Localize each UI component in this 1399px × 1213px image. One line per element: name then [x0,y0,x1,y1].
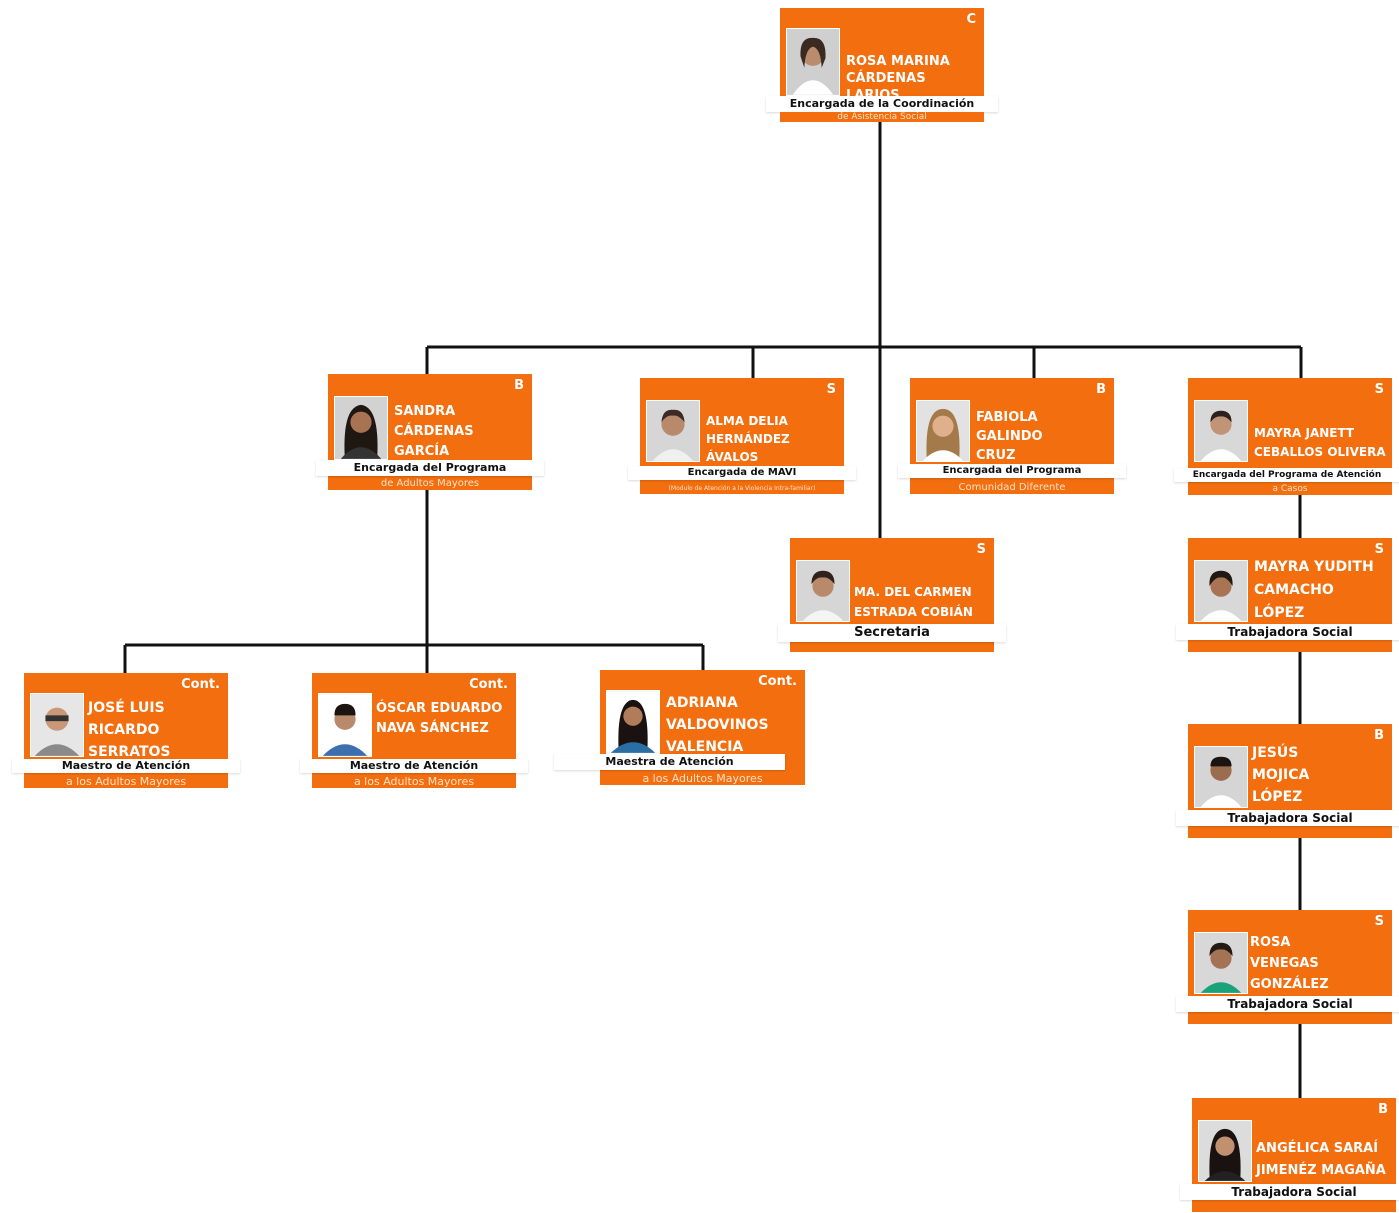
level-code: Cont. [758,674,797,689]
level-code: B [1374,728,1384,743]
avatar [1194,746,1248,808]
role-sublabel: a los Adultos Mayores [24,775,228,788]
node-fabiola[interactable]: B FABIOLA GALINDO CRUZ Encargada del Pro… [898,378,1126,494]
person-name: JOSÉ LUIS RICARDO SERRATOS [88,700,171,760]
node-jesus[interactable]: B JESÚS MOJICA LÓPEZ Trabajadora Social [1176,724,1399,838]
role-sublabel: a los Adultos Mayores [312,775,516,788]
role-label: Encargada de MAVI [628,466,856,480]
person-name: MAYRA JANETT CEBALLOS OLIVERA [1254,426,1386,459]
avatar [1194,560,1248,622]
level-code: B [1096,382,1106,397]
person-name: MA. DEL CARMEN ESTRADA COBIÁN [854,585,973,619]
level-code: B [514,378,524,393]
avatar [1194,932,1248,994]
node-mayra-yudith[interactable]: S MAYRA YUDITH CAMACHO LÓPEZ Trabajadora… [1176,538,1399,652]
level-code: S [1374,542,1384,557]
level-code: S [826,382,836,397]
avatar [646,400,700,462]
role-label: Trabajadora Social [1176,810,1399,826]
person-name: FABIOLA GALINDO CRUZ [976,410,1043,463]
role-label: Maestra de Atención [554,754,785,770]
person-name: ANGÉLICA SARAÍ JIMENÉZ MAGAÑA [1256,1141,1386,1178]
node-jose-luis[interactable]: Cont. JOSÉ LUIS RICARDO SERRATOS Maestro… [12,673,240,788]
role-label: Maestro de Atención [12,759,240,773]
role-label: Trabajadora Social [1176,996,1399,1012]
node-mayra-janett[interactable]: S MAYRA JANETT CEBALLOS OLIVERA Encargad… [1174,378,1399,495]
node-rosa-marina[interactable]: C ROSA MARINA CÁRDENAS LARIOS Encargada … [766,8,998,122]
person-name: SANDRA CÁRDENAS GARCÍA [394,404,474,459]
role-sublabel: a los Adultos Mayores [600,772,805,785]
node-oscar[interactable]: Cont. ÓSCAR EDUARDO NAVA SÁNCHEZ Maestro… [300,673,528,788]
person-name: ÓSCAR EDUARDO NAVA SÁNCHEZ [376,701,503,736]
role-label: Trabajadora Social [1180,1184,1399,1200]
role-label: Maestro de Atención [300,759,528,773]
role-label: Encargada del Programa [316,460,544,476]
avatar [30,693,84,757]
person-name: JESÚS MOJICA LÓPEZ [1252,745,1310,805]
role-label: Secretaria [778,624,1006,642]
avatar [334,396,388,460]
avatar [916,400,970,462]
level-code: S [1374,914,1384,929]
node-rosa-venegas[interactable]: S ROSA VENEGAS GONZÁLEZ Trabajadora Soci… [1176,910,1399,1024]
role-label: Encargada del Programa de Atención [1174,468,1399,482]
node-angelica[interactable]: B ANGÉLICA SARAÍ JIMENÉZ MAGAÑA Trabajad… [1180,1098,1399,1212]
person-name: MAYRA YUDITH CAMACHO LÓPEZ [1254,559,1374,621]
avatar [796,560,850,622]
role-sublabel: a Casos [1188,484,1392,495]
level-code: S [1374,382,1384,397]
level-code: S [976,542,986,557]
person-name: ALMA DELIA HERNÁNDEZ ÁVALOS [706,414,790,464]
role-label: Trabajadora Social [1176,624,1399,640]
node-carmen[interactable]: S MA. DEL CARMEN ESTRADA COBIÁN Secretar… [778,538,1006,652]
level-code: B [1378,1102,1388,1117]
role-sublabel: de Adultos Mayores [328,478,532,490]
level-code: C [966,12,976,27]
role-label: Encargada del Programa [898,464,1126,478]
role-sublabel: Comunidad Diferente [910,482,1114,494]
node-adriana[interactable]: Cont. ADRIANA VALDOVINOS VALENCIA Maestr… [554,670,805,785]
role-label: Encargada de la Coordinación [766,96,998,112]
avatar [786,28,840,96]
avatar [606,690,660,754]
level-code: Cont. [469,677,508,692]
node-alma[interactable]: S ALMA DELIA HERNÁNDEZ ÁVALOS Encargada … [628,378,856,494]
role-sublabel: de Asistencia Social [780,112,984,122]
level-code: Cont. [181,677,220,692]
role-sublabel: (Modulo de Atención a la Violencia Intra… [640,484,844,494]
node-sandra[interactable]: B SANDRA CÁRDENAS GARCÍA Encargada del P… [316,374,544,490]
person-name: ADRIANA VALDOVINOS VALENCIA [666,695,769,755]
avatar [1198,1120,1252,1182]
person-name: ROSA VENEGAS GONZÁLEZ [1250,935,1329,992]
avatar [1194,400,1248,462]
avatar [318,693,372,757]
